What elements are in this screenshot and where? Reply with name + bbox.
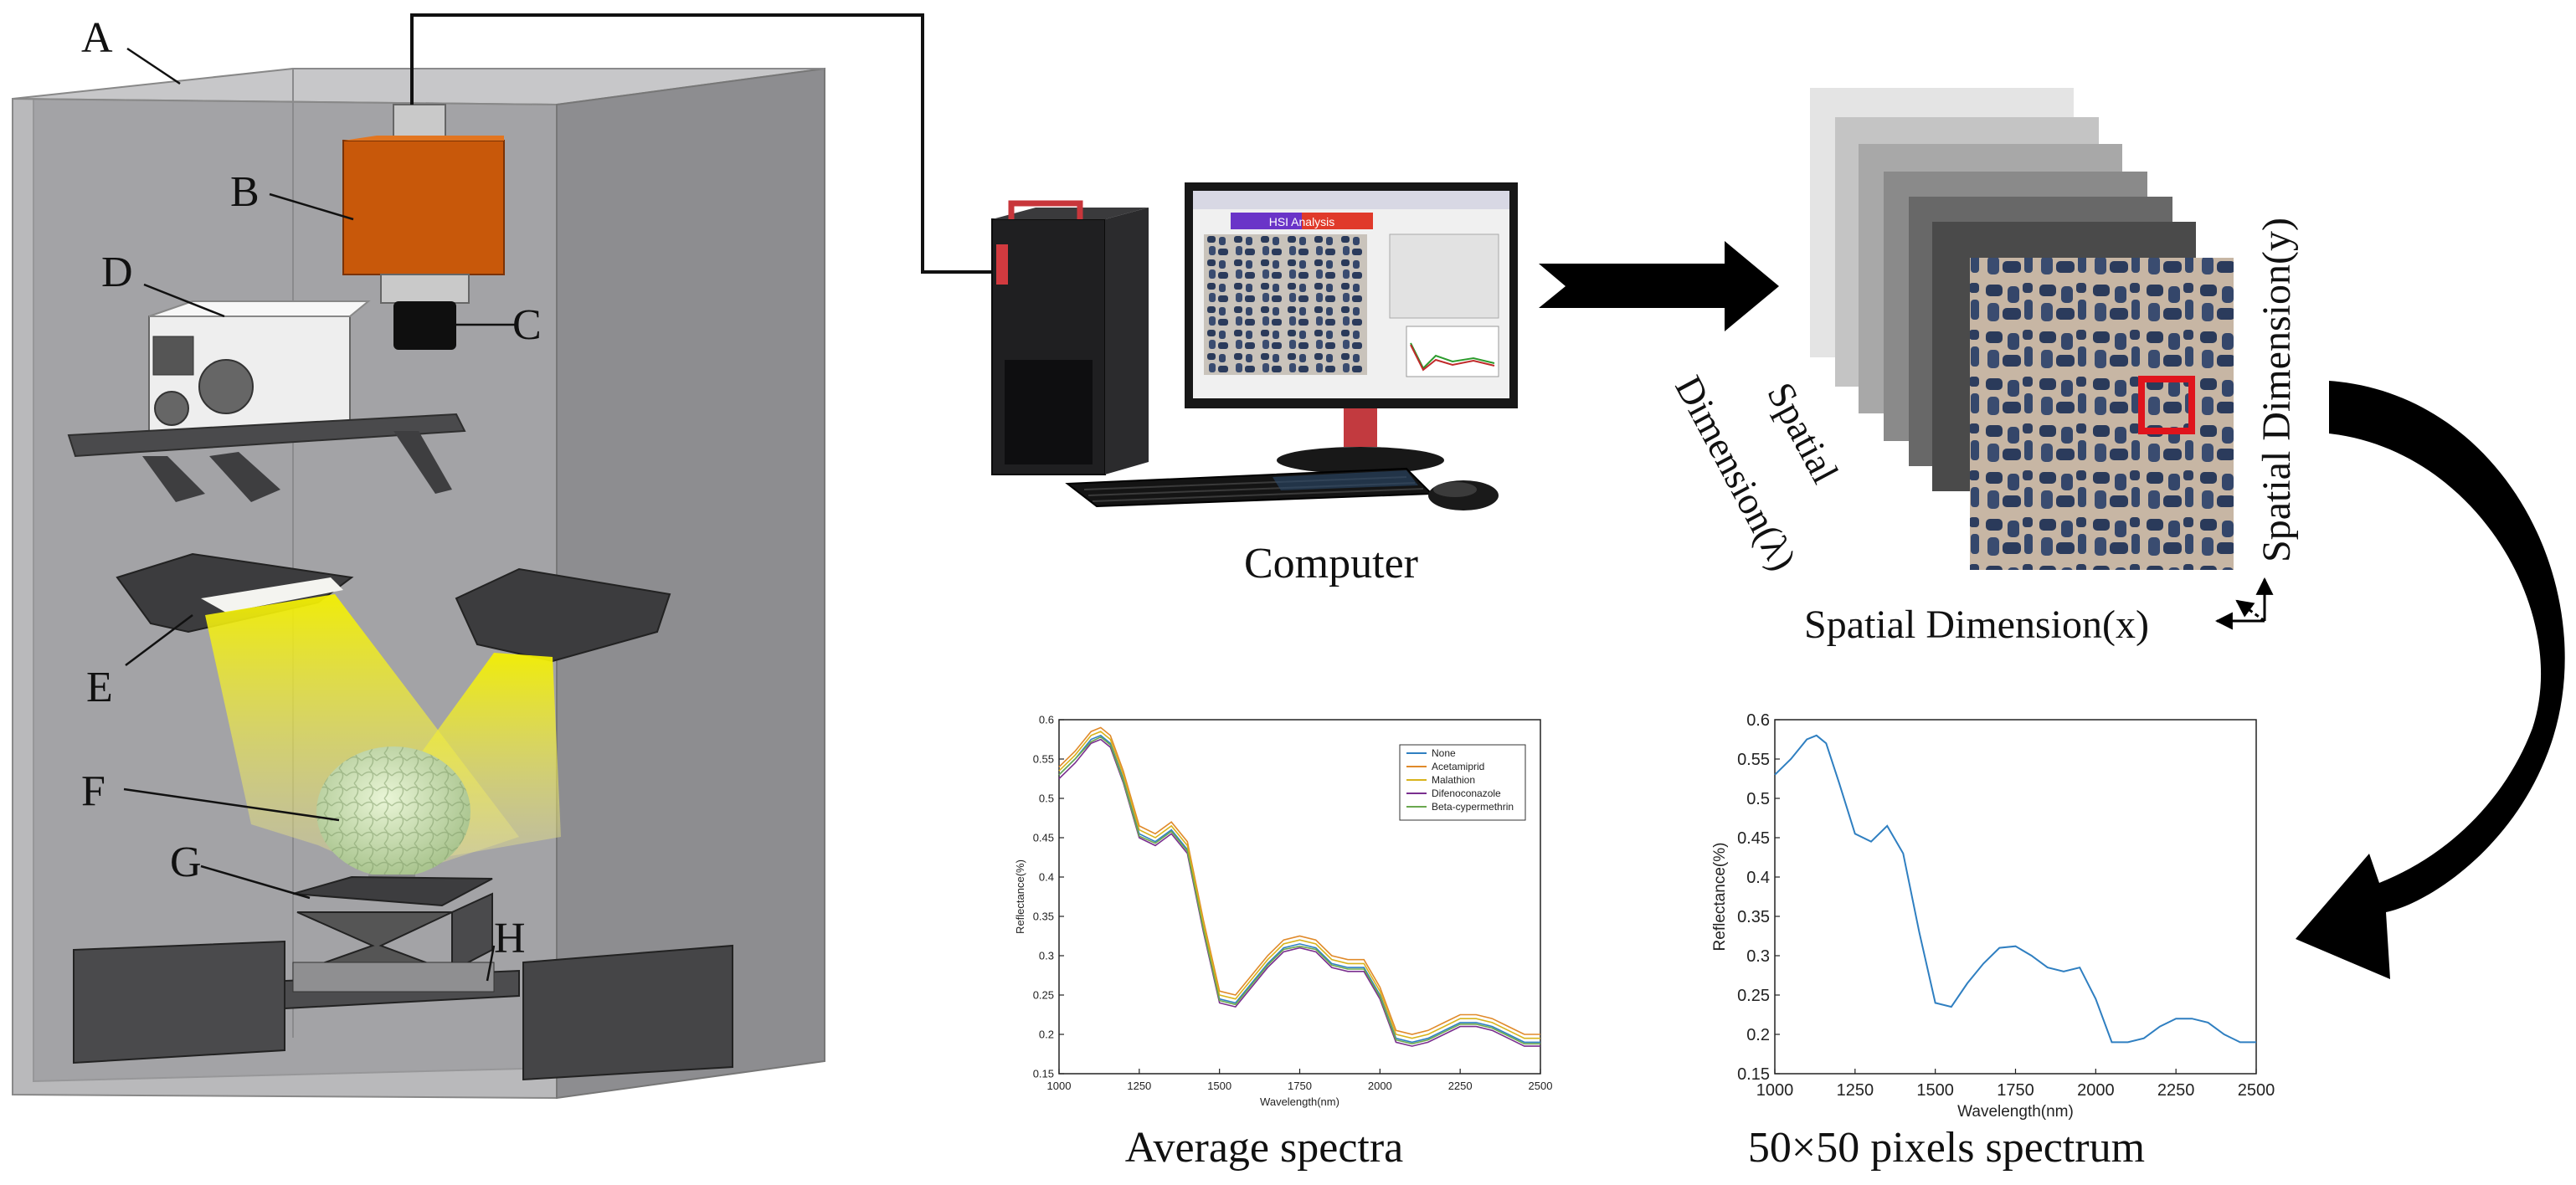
series-line: [1058, 726, 1540, 1035]
y-tick-label: 0.45: [1033, 832, 1054, 844]
hyperspectral-imaging-chamber: A B C D E F G H: [12, 14, 825, 1100]
lift-stage-top: [292, 875, 493, 907]
screen-plot: [1406, 326, 1499, 377]
y-tick-label: 0.5: [1039, 793, 1054, 805]
y-tick-label: 0.6: [1039, 714, 1054, 726]
y-tick-label: 0.15: [1737, 1065, 1770, 1084]
y-tick-label: 0.3: [1746, 947, 1770, 966]
computer-caption: Computer: [1244, 540, 1418, 587]
pixel-spectrum-caption: 50×50 pixels spectrum: [1748, 1124, 2145, 1172]
y-tick-label: 0.25: [1033, 989, 1054, 1002]
x-tick-label: 1750: [1288, 1080, 1312, 1092]
x-tick-label: 1750: [1997, 1081, 2034, 1100]
y-axis-label: Reflectance(%): [1014, 859, 1026, 934]
label-B: B: [230, 168, 260, 216]
x-tick-label: 2500: [2238, 1081, 2275, 1100]
legend-entry: Difenoconazole: [1432, 787, 1501, 799]
y-tick-label: 0.15: [1033, 1068, 1054, 1080]
base-block-right: [522, 944, 733, 1081]
legend-entry: None: [1432, 747, 1456, 759]
average-spectra-chart: 1000 1250 1500 1750 2000 2250 2500 0.15 0.2 0.25 0…: [1014, 714, 1552, 1108]
cube-label-lambda-1: Spatial: [1759, 376, 1847, 490]
label-H: H: [494, 915, 526, 962]
x-tick-label: 2500: [1529, 1080, 1553, 1092]
x-tick-label: 1000: [1047, 1080, 1072, 1092]
screen-image: [1204, 234, 1367, 375]
label-C: C: [512, 301, 542, 349]
y-tick-label: 0.4: [1039, 871, 1054, 884]
plot-area: [1774, 719, 2257, 1075]
x-tick-label: 1500: [1916, 1081, 1954, 1100]
y-tick-label: 0.6: [1746, 711, 1770, 730]
y-tick-label: 0.55: [1737, 751, 1770, 769]
base-block-left: [73, 940, 285, 1064]
roi-box: [2138, 376, 2195, 434]
x-tick-label: 2250: [2157, 1081, 2195, 1100]
x-axis-label: Wavelength(nm): [1957, 1103, 2074, 1121]
average-spectra-caption: Average spectra: [1125, 1124, 1404, 1172]
legend-entry: Acetamiprid: [1432, 761, 1484, 772]
y-tick-label: 0.3: [1039, 950, 1054, 962]
y-tick-label: 0.2: [1746, 1026, 1770, 1044]
camera-lens: [393, 301, 456, 350]
y-tick-label: 0.4: [1746, 869, 1770, 887]
computer-workstation: HSI Analysis: [991, 182, 1518, 510]
y-tick-label: 0.55: [1033, 753, 1054, 766]
series-line: [1774, 734, 2256, 1044]
monitor-stand: [1277, 447, 1444, 474]
flow-arrow-right: [1539, 241, 1779, 331]
x-axis-label: Wavelength(nm): [1260, 1095, 1339, 1108]
x-tick-label: 1250: [1127, 1080, 1151, 1092]
y-tick-label: 0.25: [1737, 987, 1770, 1005]
y-axis-label: Reflectance(%): [1711, 843, 1729, 952]
series-line: [1058, 731, 1540, 1039]
series-line: [1058, 736, 1540, 1045]
legend-entry: Beta-cypermethrin: [1432, 801, 1514, 813]
axis-indicator: [2214, 577, 2274, 630]
x-tick-label: 2000: [2077, 1081, 2115, 1100]
x-tick-label: 1500: [1207, 1080, 1231, 1092]
label-F: F: [81, 767, 105, 815]
cube-label-x: Spatial Dimension(x): [1804, 603, 2149, 647]
screen-title: HSI Analysis: [1269, 215, 1335, 228]
cube-label-y: Spatial Dimension(y): [2255, 218, 2299, 562]
x-tick-label: 2000: [1368, 1080, 1392, 1092]
label-D: D: [101, 249, 133, 296]
x-tick-label: 2250: [1448, 1080, 1473, 1092]
label-G: G: [170, 839, 202, 886]
data-cable: [410, 13, 992, 274]
upper-shelf: [67, 413, 466, 458]
halogen-lamp-right: [455, 567, 671, 663]
hypercube: [1810, 88, 2234, 570]
y-tick-label: 0.45: [1737, 829, 1770, 848]
y-tick-label: 0.35: [1033, 911, 1054, 923]
y-tick-label: 0.2: [1039, 1029, 1054, 1041]
label-E: E: [86, 664, 113, 711]
hyperspectral-camera: [342, 140, 505, 275]
flow-arrow-curved: [2296, 381, 2565, 979]
x-tick-label: 1000: [1756, 1081, 1794, 1100]
x-tick-label: 1250: [1837, 1081, 1874, 1100]
legend-box: [1399, 744, 1526, 821]
label-A: A: [81, 14, 113, 62]
legend-entry: Malathion: [1432, 774, 1475, 786]
pixel-spectrum-chart: 1000 1250 1500 1750 2000 2250 2500 0.15 0.2 0.25 0…: [1711, 711, 2275, 1121]
y-tick-label: 0.35: [1737, 908, 1770, 926]
y-tick-label: 0.5: [1746, 790, 1770, 808]
